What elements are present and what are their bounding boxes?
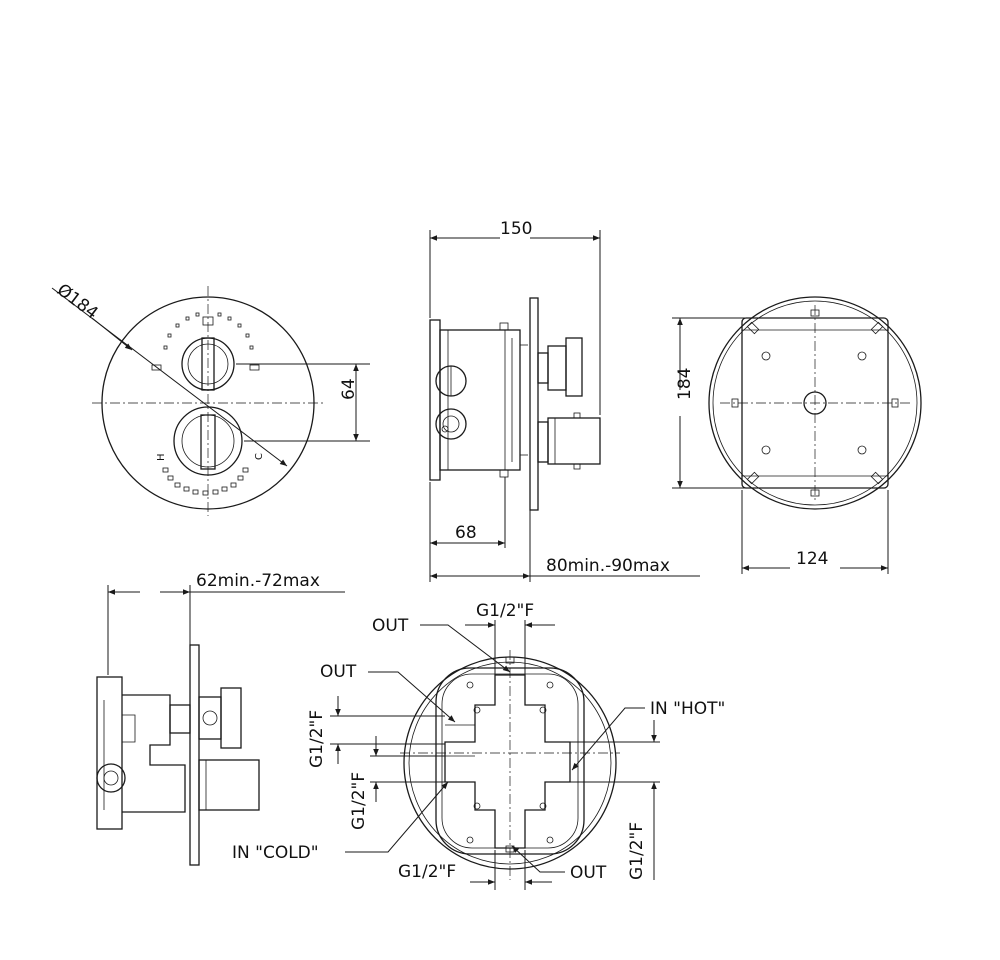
section-side-view: 62min.-72max bbox=[96, 571, 345, 866]
front-view: H C Ø184 64 bbox=[51, 280, 370, 516]
in-cold-label: IN "COLD" bbox=[232, 843, 319, 863]
hot-mark: H bbox=[156, 453, 167, 461]
lower-scale-ticks bbox=[162, 467, 249, 496]
g12-left-lower-label: G1/2"F bbox=[349, 772, 369, 830]
dim-184-label: 184 bbox=[675, 368, 695, 400]
dim-62-72-label: 62min.-72max bbox=[196, 571, 320, 591]
dim-150-label: 150 bbox=[500, 219, 532, 239]
dim-64-label: 64 bbox=[339, 378, 359, 400]
g12-left-upper-label: G1/2"F bbox=[307, 710, 327, 768]
side-view: 150 68 80min.-90max bbox=[429, 219, 700, 582]
back-view: 184 124 bbox=[672, 296, 922, 574]
upper-scale-ticks bbox=[163, 312, 254, 350]
cold-mark: C bbox=[254, 453, 265, 460]
g12-top-label: G1/2"F bbox=[476, 601, 534, 621]
port-layout-view: G1/2"F OUT OUT G1/2"F G1/2"F IN "HOT" G1… bbox=[232, 601, 725, 890]
out-bottom-label: OUT bbox=[570, 863, 607, 883]
in-hot-label: IN "HOT" bbox=[650, 699, 725, 719]
out-top-label: OUT bbox=[372, 616, 409, 636]
dim-124-label: 124 bbox=[796, 549, 828, 569]
out-left-label: OUT bbox=[320, 662, 357, 682]
g12-right-label: G1/2"F bbox=[627, 822, 647, 880]
diameter-184-label: Ø184 bbox=[53, 280, 102, 324]
dim-68-label: 68 bbox=[455, 523, 477, 543]
g12-bottom-label: G1/2"F bbox=[398, 862, 456, 882]
dim-80-90-label: 80min.-90max bbox=[546, 556, 670, 576]
